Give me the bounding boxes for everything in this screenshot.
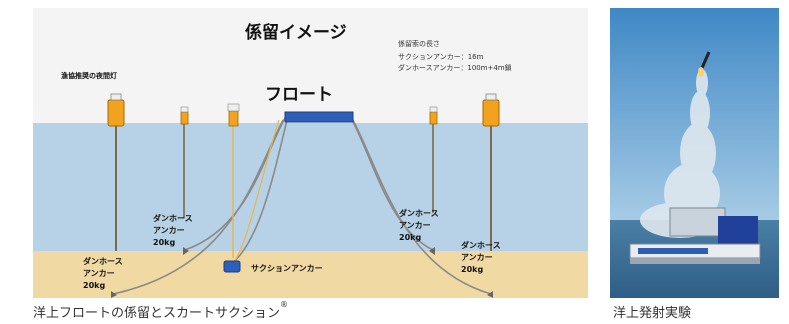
suction-anchor: [223, 260, 241, 273]
svg-text:ダンホース: ダンホース: [399, 208, 439, 218]
anchor-label-lower-left: ダンホース アンカー 20kg: [83, 256, 123, 290]
svg-text:20kg: 20kg: [153, 238, 175, 247]
mooring-diagram-canvas: 係留イメージ 係留索の長さ サクションアンカー：16m ダンホースアンカー：10…: [33, 8, 588, 298]
anchor-markers: [111, 247, 493, 298]
float-label: フロート: [265, 85, 333, 105]
svg-text:アンカー: アンカー: [461, 253, 493, 262]
rope-left-upper: [184, 117, 286, 251]
legend-line-2: ダンホースアンカー：100m+4m鎖: [398, 63, 512, 72]
rocket: [698, 51, 711, 77]
rope-right-lower: [352, 119, 492, 295]
buoy-left-large: [107, 93, 125, 251]
launch-photo: [610, 8, 779, 298]
svg-text:ダンホース: ダンホース: [153, 213, 193, 223]
legend-heading: 係留索の長さ: [398, 39, 440, 48]
svg-text:ダンホース: ダンホース: [83, 256, 123, 266]
anchor-marker-upper-right: [429, 247, 435, 255]
suction-anchor-label: サクションアンカー: [251, 263, 323, 273]
buoy-left-medium: [227, 103, 240, 258]
buoy-right-small: [429, 106, 438, 213]
svg-text:20kg: 20kg: [461, 265, 483, 274]
rope-suction-highlight: [230, 119, 280, 267]
launch-photo-image: [610, 8, 779, 298]
caption-launch: 洋上発射実験: [613, 306, 692, 321]
anchor-label-upper-left: ダンホース アンカー 20kg: [153, 213, 193, 247]
legend-line-1: サクションアンカー：16m: [398, 53, 484, 61]
rope-right-upper: [350, 117, 434, 251]
night-lamp-label: 漁協推奨の夜間灯: [61, 71, 117, 80]
svg-text:20kg: 20kg: [83, 281, 105, 290]
svg-text:アンカー: アンカー: [399, 221, 431, 230]
registered-mark: ®: [280, 300, 289, 309]
buoy-left-small: [180, 106, 189, 218]
launch-platform: [629, 207, 761, 264]
svg-text:アンカー: アンカー: [83, 269, 115, 278]
sea-area: [33, 123, 588, 251]
anchor-marker-lower-right: [487, 291, 493, 298]
mooring-diagram: 係留イメージ 係留索の長さ サクションアンカー：16m ダンホースアンカー：10…: [33, 8, 588, 298]
anchor-marker-upper-left: [183, 247, 189, 255]
anchor-marker-lower-left: [111, 291, 117, 298]
buoy-right-large: [482, 93, 500, 251]
anchor-label-lower-right: ダンホース アンカー 20kg: [461, 240, 501, 274]
caption-mooring: 洋上フロートの係留とスカートサクション®: [33, 300, 289, 321]
rope-suction-left: [227, 119, 288, 267]
diagram-title: 係留イメージ: [245, 22, 347, 43]
float-body: [284, 111, 354, 123]
anchor-label-upper-right: ダンホース アンカー 20kg: [399, 208, 439, 242]
svg-text:ダンホース: ダンホース: [461, 240, 501, 250]
svg-text:アンカー: アンカー: [153, 226, 185, 235]
svg-text:20kg: 20kg: [399, 233, 421, 242]
caption-mooring-text: 洋上フロートの係留とスカートサクション: [33, 306, 281, 321]
